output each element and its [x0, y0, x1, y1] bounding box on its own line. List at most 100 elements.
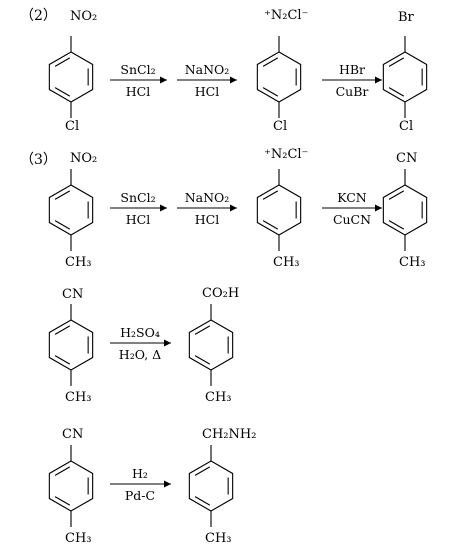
benzene-ring [382, 169, 428, 251]
ring-double-bond [388, 220, 405, 230]
ring-outline [256, 184, 302, 236]
ring-double-bond [262, 220, 279, 230]
ring-double-bond [262, 57, 279, 67]
scheme-2-step-1-condition: HCl [126, 84, 150, 99]
ring-double-bond [54, 220, 71, 230]
benzene-ring [48, 169, 94, 251]
scheme-5-arrow-1: H₂ Pd-C [110, 466, 171, 503]
benzene-ring [188, 304, 234, 386]
scheme-2-step-2-reagent: NaNO₂ [185, 62, 230, 77]
scheme-4-arrow-1: H₂SO₄ H₂O, Δ [110, 325, 171, 362]
scheme-3-step-1-condition: HCl [126, 212, 150, 227]
scheme-4-start-bottom-group: CH₃ [65, 390, 92, 405]
ring-double-bond [54, 355, 71, 365]
scheme-5-start-molecule: CN CH₃ [48, 427, 94, 546]
ring-double-bond [54, 325, 71, 335]
scheme-3-mid-bottom-group: CH₃ [273, 255, 300, 270]
scheme-2-step-3-condition: CuBr [336, 84, 369, 99]
scheme-3-arrow-3: KCN CuCN [322, 190, 382, 227]
ring-outline [382, 184, 428, 236]
ring-double-bond [194, 355, 211, 365]
scheme-3-step-1-reagent: SnCl₂ [120, 190, 155, 205]
scheme-3-step-2-reagent: NaNO₂ [185, 190, 230, 205]
scheme-2-product-molecule: Br Cl [382, 10, 428, 134]
ring-outline [48, 319, 94, 371]
scheme-4: CN CH₃ H₂SO₄ H₂O, Δ CO₂H CH₃ [48, 286, 239, 405]
scheme-2-arrow-2: NaNO₂ HCl [177, 62, 237, 99]
scheme-2-start-top-group: NO₂ [70, 9, 97, 24]
scheme-4-step-1-reagent: H₂SO₄ [120, 325, 160, 340]
benzene-ring [256, 169, 302, 251]
scheme-4-product-bottom-group: CH₃ [205, 390, 232, 405]
arrow-head [164, 480, 171, 488]
scheme-4-start-top-group: CN [62, 287, 83, 302]
benzene-ring [256, 36, 302, 118]
ring-double-bond [194, 496, 211, 506]
scheme-5-step-1-reagent: H₂ [132, 466, 148, 481]
ring-double-bond [54, 466, 71, 476]
ring-double-bond [54, 87, 71, 97]
scheme-2-step-3-reagent: HBr [339, 62, 365, 77]
scheme-2-arrow-1: SnCl₂ HCl [110, 62, 167, 99]
benzene-ring [48, 36, 94, 118]
ring-outline [188, 460, 234, 512]
scheme-3-product-molecule: CN CH₃ [382, 151, 428, 270]
scheme-2-step-2-condition: HCl [195, 84, 219, 99]
ring-double-bond [54, 190, 71, 200]
benzene-ring [382, 36, 428, 118]
benzene-ring [48, 304, 94, 386]
arrow-head [230, 204, 237, 212]
scheme-3-step-3-reagent: KCN [337, 190, 367, 205]
benzene-ring [188, 445, 234, 527]
ring-double-bond [194, 466, 211, 476]
scheme-4-start-molecule: CN CH₃ [48, 287, 94, 405]
scheme-2-start-molecule: NO₂ Cl [48, 9, 97, 134]
ring-outline [188, 319, 234, 371]
scheme-2-mid-top-group: ⁺N₂Cl⁻ [264, 8, 308, 23]
scheme-5-start-bottom-group: CH₃ [65, 531, 92, 546]
arrow-head [160, 76, 167, 84]
benzene-ring [48, 445, 94, 527]
ring-outline [48, 460, 94, 512]
scheme-3-step-2-condition: HCl [195, 212, 219, 227]
scheme-3-diazonium-molecule: ⁺N₂Cl⁻ CH₃ [256, 147, 308, 270]
scheme-5-start-top-group: CN [62, 427, 83, 442]
scheme-5-step-1-condition: Pd-C [125, 488, 155, 503]
arrow-head [375, 204, 382, 212]
ring-double-bond [388, 190, 405, 200]
scheme-3-mid-top-group: ⁺N₂Cl⁻ [264, 147, 308, 162]
ring-outline [256, 51, 302, 103]
ring-outline [48, 51, 94, 103]
scheme-3-number: （3） [20, 152, 57, 168]
scheme-2: （2） NO₂ Cl SnCl₂ HCl NaNO₂ HCl ⁺N₂Cl⁻ Cl [20, 8, 428, 134]
scheme-2-arrow-3: HBr CuBr [322, 62, 382, 99]
scheme-2-product-top-group: Br [398, 10, 415, 25]
ring-double-bond [194, 325, 211, 335]
scheme-5-product-top-group: CH₂NH₂ [202, 427, 256, 442]
scheme-4-product-top-group: CO₂H [202, 286, 239, 301]
scheme-3-product-bottom-group: CH₃ [399, 255, 426, 270]
scheme-3-start-top-group: NO₂ [70, 151, 97, 166]
arrow-head [160, 204, 167, 212]
ring-double-bond [388, 57, 405, 67]
ring-outline [382, 51, 428, 103]
scheme-2-diazonium-molecule: ⁺N₂Cl⁻ Cl [256, 8, 308, 134]
ring-double-bond [262, 87, 279, 97]
scheme-4-step-1-condition: H₂O, Δ [119, 347, 161, 362]
scheme-5-product-molecule: CH₂NH₂ CH₃ [188, 427, 256, 546]
scheme-5-product-bottom-group: CH₃ [205, 531, 232, 546]
scheme-3: （3） NO₂ CH₃ SnCl₂ HCl NaNO₂ HCl ⁺N₂Cl⁻ C… [20, 147, 428, 270]
arrow-head [164, 339, 171, 347]
scheme-4-product-molecule: CO₂H CH₃ [188, 286, 239, 405]
arrow-head [230, 76, 237, 84]
arrow-head [375, 76, 382, 84]
scheme-3-step-3-condition: CuCN [333, 212, 371, 227]
ring-double-bond [388, 87, 405, 97]
scheme-2-product-bottom-group: Cl [399, 119, 413, 134]
scheme-3-arrow-1: SnCl₂ HCl [110, 190, 167, 227]
scheme-2-step-1-reagent: SnCl₂ [120, 62, 155, 77]
ring-double-bond [262, 190, 279, 200]
ring-outline [48, 184, 94, 236]
